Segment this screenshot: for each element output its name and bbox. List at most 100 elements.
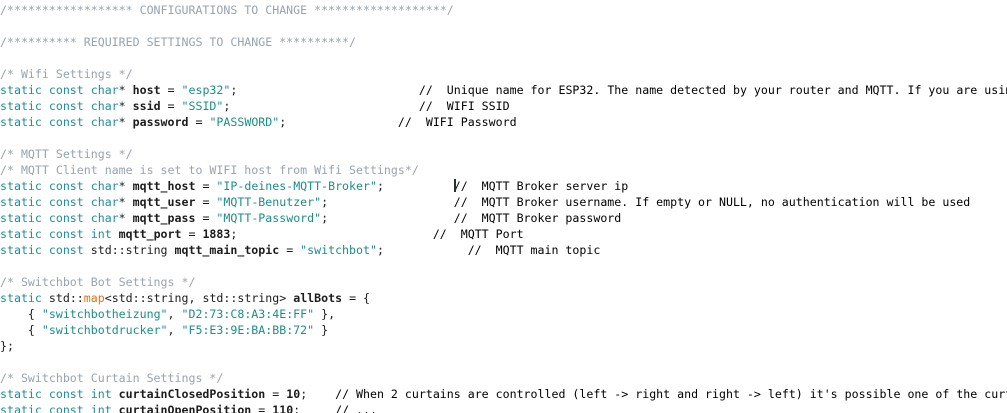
code-line[interactable]: /* Wifi Settings */ — [0, 66, 1007, 82]
code-line[interactable]: /****************** CONFIGURATIONS TO CH… — [0, 2, 1007, 18]
token-pl: = — [279, 243, 301, 257]
token-pl: ; — [279, 115, 287, 129]
code-line[interactable]: static const int curtainOpenPosition = 1… — [0, 402, 1007, 413]
token-pad — [384, 179, 454, 193]
token-kw: static const char — [0, 211, 119, 225]
code-line[interactable]: { "switchbotdrucker", "F5:E3:9E:BA:BB:72… — [0, 322, 1007, 338]
token-lcmt: // MQTT main topic — [467, 243, 601, 257]
token-str: "D2:73:C8:A3:4E:FF" — [181, 307, 315, 321]
token-kw: static const int — [0, 227, 112, 241]
token-pl: = { — [342, 291, 371, 305]
token-pad — [328, 211, 454, 225]
token-num: 10 — [286, 387, 301, 401]
token-lcmt: // MQTT Broker server ip — [453, 179, 629, 193]
code-line[interactable]: static const int curtainClosedPosition =… — [0, 386, 1007, 402]
code-line[interactable]: static const std::string mqtt_main_topic… — [0, 242, 1007, 258]
token-str: "esp32" — [181, 83, 231, 97]
token-pl: * — [118, 99, 133, 113]
token-pl: ; — [376, 243, 384, 257]
token-pl — [168, 243, 175, 257]
token-lcmt: // WIFI Password — [397, 115, 517, 129]
token-pad — [328, 195, 454, 209]
code-line[interactable]: static const char* mqtt_pass = "MQTT-Pas… — [0, 210, 1007, 226]
token-pl: ; — [321, 195, 329, 209]
token-lcmt: // ... — [335, 403, 377, 413]
token-str: "F5:E3:9E:BA:BB:72" — [181, 323, 315, 337]
code-line[interactable]: static const char* mqtt_user = "MQTT-Ben… — [0, 194, 1007, 210]
code-line[interactable] — [0, 50, 1007, 66]
token-id: mqtt_pass — [132, 211, 196, 225]
token-pad — [230, 99, 418, 113]
token-pl: = — [251, 403, 273, 413]
token-cmt: /* Wifi Settings */ — [0, 67, 133, 81]
token-num: 110 — [272, 403, 294, 413]
code-line[interactable]: static const char* password = "PASSWORD"… — [0, 114, 1007, 130]
token-str: "PASSWORD" — [209, 115, 280, 129]
token-pl: , — [167, 323, 182, 337]
token-pl: = — [160, 99, 182, 113]
code-line[interactable]: /* Switchbot Curtain Settings */ — [0, 370, 1007, 386]
token-pl: ; — [300, 387, 308, 401]
token-id: ssid — [132, 99, 161, 113]
code-line[interactable]: /* Switchbot Bot Settings */ — [0, 274, 1007, 290]
code-line[interactable]: static const char* ssid = "SSID"; // WIF… — [0, 98, 1007, 114]
token-pad — [237, 227, 432, 241]
token-pad — [237, 83, 418, 97]
token-pl: = — [195, 195, 217, 209]
token-pl: , — [188, 291, 203, 305]
code-line[interactable]: static const char* host = "esp32"; // Un… — [0, 82, 1007, 98]
code-line[interactable]: /* MQTT Settings */ — [0, 146, 1007, 162]
token-id: curtainClosedPosition — [118, 387, 266, 401]
token-pl — [112, 403, 119, 413]
code-line[interactable]: { "switchbotheizung", "D2:73:C8:A3:4E:FF… — [0, 306, 1007, 322]
token-pl: { — [0, 323, 42, 337]
token-kw: static const char — [0, 115, 119, 129]
token-pl: * — [118, 115, 133, 129]
token-cmt: /* Switchbot Curtain Settings */ — [0, 371, 224, 385]
token-pl: ; — [293, 403, 301, 413]
token-id: mqtt_main_topic — [174, 243, 280, 257]
token-cmt: /* MQTT Settings */ — [0, 147, 133, 161]
token-lcmt: // MQTT Broker password — [453, 211, 622, 225]
code-line[interactable]: static const int mqtt_port = 1883; // MQ… — [0, 226, 1007, 242]
token-pl: }, — [314, 307, 336, 321]
code-line[interactable] — [0, 18, 1007, 34]
token-pl: { — [0, 307, 42, 321]
code-line[interactable] — [0, 130, 1007, 146]
token-pl: }; — [0, 339, 14, 353]
token-pl: ; — [230, 83, 238, 97]
token-cls: map — [83, 291, 105, 305]
token-pl: * — [118, 211, 133, 225]
token-pl: ; — [223, 99, 231, 113]
token-id: curtainOpenPosition — [118, 403, 252, 413]
token-pl: = — [188, 115, 210, 129]
code-line[interactable] — [0, 354, 1007, 370]
token-pl — [84, 243, 91, 257]
code-line[interactable] — [0, 258, 1007, 274]
code-line[interactable]: /********** REQUIRED SETTINGS TO CHANGE … — [0, 34, 1007, 50]
token-pl — [42, 291, 49, 305]
token-pl: ; — [321, 211, 329, 225]
token-lcmt: // WIFI SSID — [418, 99, 510, 113]
code-line[interactable]: static std::map<std::string, std::string… — [0, 290, 1007, 306]
token-lcmt: // When 2 curtains are controlled (left … — [335, 387, 1007, 401]
token-lcmt: // Unique name for ESP32. The name detec… — [418, 83, 1007, 97]
token-pl: = — [195, 179, 217, 193]
token-kw: static — [0, 291, 42, 305]
token-str: "MQTT-Password" — [216, 211, 322, 225]
token-pl: , — [167, 307, 182, 321]
token-str: "MQTT-Benutzer" — [216, 195, 322, 209]
token-pad — [286, 115, 398, 129]
token-kw: static const char — [0, 99, 119, 113]
token-pl: > — [279, 291, 294, 305]
token-cmt: /********** REQUIRED SETTINGS TO CHANGE … — [0, 35, 356, 49]
code-line[interactable]: /* MQTT Client name is set to WIFI host … — [0, 162, 1007, 178]
token-pl: = — [160, 83, 182, 97]
code-line[interactable]: }; — [0, 338, 1007, 354]
code-line[interactable]: static const char* mqtt_host = "IP-deine… — [0, 178, 1007, 194]
token-id: host — [132, 83, 161, 97]
token-typ: std::string — [202, 291, 280, 305]
token-id: allBots — [293, 291, 343, 305]
